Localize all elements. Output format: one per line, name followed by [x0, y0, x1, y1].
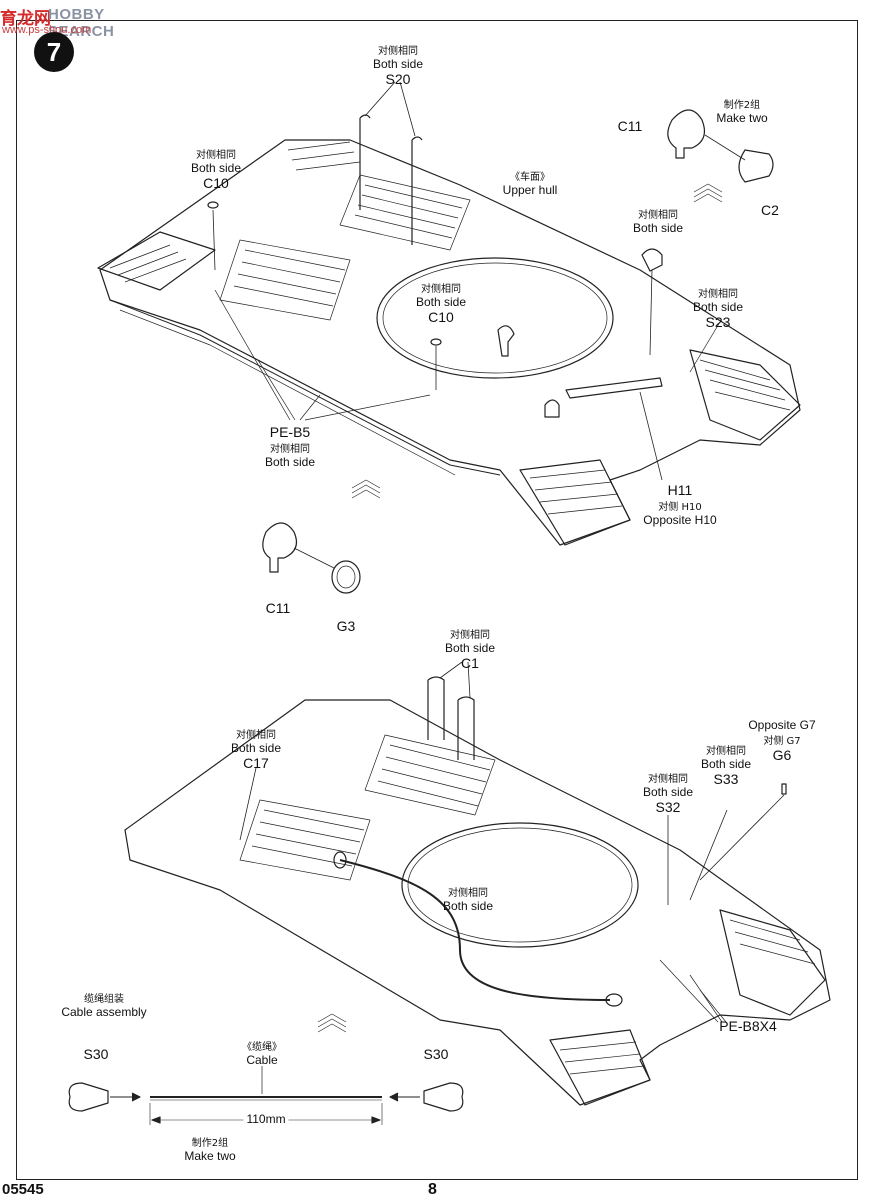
label-c11-bottom: C11	[265, 600, 291, 616]
h11-plate	[565, 377, 663, 399]
label-cable-assembly: 缆绳组装 Cable assembly	[61, 994, 147, 1019]
label-s20: 对侧相同 Both side S20	[372, 46, 424, 87]
right-fender-bottom	[519, 459, 631, 546]
c1-handle-left	[427, 676, 445, 740]
label-s33: 对侧相同 Both side S33	[700, 746, 752, 787]
label-c2: C2	[761, 202, 779, 218]
page-border	[16, 20, 858, 1180]
label-s30-left: S30	[83, 1046, 109, 1062]
label-both-side-h: 对侧相同 Both side	[632, 210, 684, 235]
label-both-side-mid: 对侧相同 Both side	[442, 888, 494, 913]
mounted-cable	[339, 859, 611, 1001]
cable-length-dimension: 110mm	[243, 1112, 289, 1126]
watermark-url: www.ps-shou.com	[2, 24, 92, 36]
label-h11: H11 对侧 H10 Opposite H10	[643, 482, 717, 527]
label-g6: Opposite G7 对侧 G7 G6	[748, 718, 816, 763]
lower-hull-outline	[124, 699, 831, 1106]
s30-eye-left	[68, 1082, 109, 1112]
watermark-logo: 育龙网	[0, 9, 51, 28]
label-pe-b8: PE-B8X4	[719, 1018, 777, 1034]
label-c17: 对侧相同 Both side C17	[230, 730, 282, 771]
label-s32: 对侧相同 Both side S32	[642, 774, 694, 815]
label-c1: 对侧相同 Both side C1	[444, 630, 496, 671]
label-pe-b5: PE-B5 对侧相同 Both side	[264, 424, 316, 469]
hull-side-edge	[109, 299, 501, 476]
s30-eye-right	[423, 1082, 464, 1112]
page-number: 8	[428, 1181, 437, 1198]
c2-part	[738, 149, 774, 183]
label-make-two-bottom: 制作2组 Make two	[184, 1138, 236, 1163]
label-cable: 《缆绳》 Cable	[242, 1042, 282, 1067]
label-s23: 对侧相同 Both side S23	[692, 289, 744, 330]
c1-handle-right	[457, 696, 475, 760]
g3-ring	[331, 560, 361, 594]
watermark: 育龙网 HOBBY SEARCH www.ps-shou.com	[0, 4, 160, 40]
left-rear-fender	[97, 231, 216, 291]
direction-hatch-marks	[317, 183, 723, 1033]
label-c10-center: 对侧相同 Both side C10	[415, 284, 467, 325]
turret-ring-lower	[401, 822, 639, 948]
label-g3: G3	[336, 618, 356, 634]
step-number-badge: 7	[34, 32, 74, 72]
label-c11-top: C11	[617, 118, 643, 134]
c11b-part	[262, 522, 297, 573]
label-c10-left: 对侧相同 Both side C10	[190, 150, 242, 191]
right-fender-top	[689, 349, 801, 441]
upper-hull-outline	[99, 139, 801, 546]
turret-ring	[376, 257, 614, 379]
c11-part	[667, 109, 705, 159]
label-make-two-top: 制作2组 Make two	[716, 100, 768, 125]
label-upper-hull: 《车面》 Upper hull	[502, 172, 558, 197]
label-s30-right: S30	[423, 1046, 449, 1062]
fender-ribs	[109, 141, 791, 515]
s20-handle-right	[411, 136, 423, 245]
engine-grilles	[219, 174, 471, 321]
product-code: 05545	[2, 1181, 44, 1198]
